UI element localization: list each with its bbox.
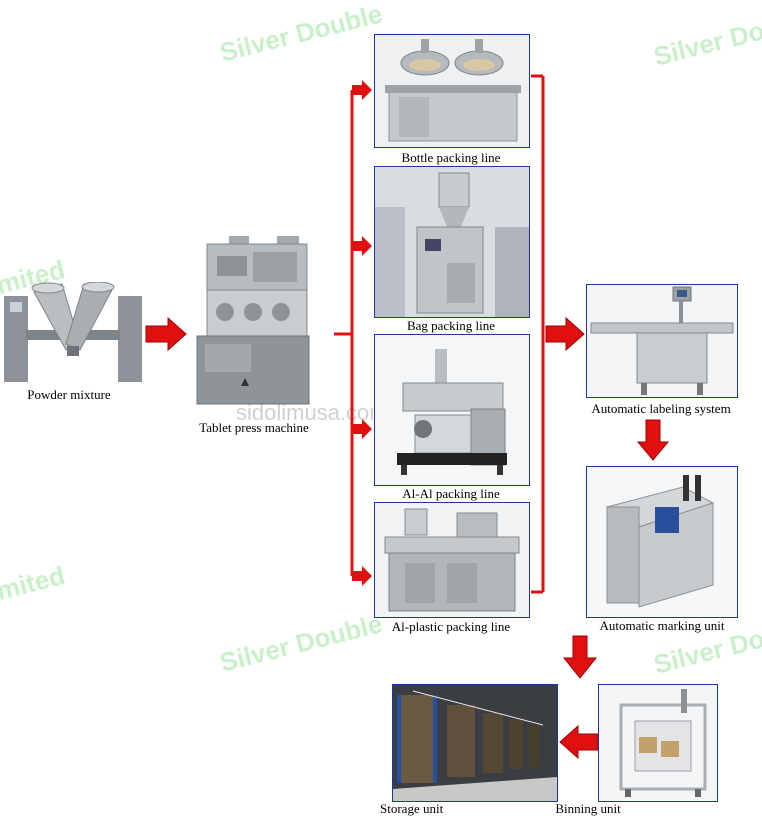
bag-machine-icon (375, 167, 529, 317)
arrow-marking-to-binning (562, 635, 598, 679)
alal-packing-label: Al-Al packing line (402, 486, 500, 501)
tablet-press-machine (193, 236, 313, 406)
binning-unit-label: Binning unit (555, 801, 621, 816)
bag-packing-image (374, 166, 530, 318)
alplastic-packing-image (374, 502, 530, 618)
powder-mixture-label: Powder mixture (27, 387, 111, 402)
labeling-machine-icon (587, 285, 737, 397)
alplastic-packing-label: Al-plastic packing line (391, 619, 511, 634)
arrow-powder-to-tablet (145, 316, 187, 352)
alplastic-machine-icon (375, 503, 529, 617)
binning-machine-icon (599, 685, 717, 801)
powder-mixture-machine (4, 281, 142, 386)
bottle-packing-image (374, 34, 530, 148)
warehouse-icon (393, 685, 557, 801)
tablet-press-icon (196, 236, 310, 405)
labeling-system-image (586, 284, 738, 398)
bottle-machine-icon (375, 35, 529, 147)
alal-packing-image (374, 334, 530, 486)
arrow-to-bag (352, 236, 372, 256)
arrow-to-bottle (352, 80, 372, 100)
arrow-binning-to-storage (559, 724, 599, 760)
arrow-to-alplastic (352, 566, 372, 586)
marking-machine-icon (587, 467, 737, 617)
alal-machine-icon (375, 335, 529, 485)
arrow-to-alal (352, 419, 372, 439)
binning-unit-image (598, 684, 718, 802)
arrow-labeling-to-marking (636, 419, 670, 461)
marking-unit-label: Automatic marking unit (599, 618, 725, 633)
tablet-press-label: Tablet press machine (199, 420, 309, 435)
arrow-bracket-to-labeling (545, 316, 585, 352)
v-blender-icon (4, 281, 142, 382)
labeling-system-label: Automatic labeling system (591, 401, 731, 416)
bottle-packing-label: Bottle packing line (401, 150, 501, 165)
storage-unit-label: Storage unit (380, 801, 444, 816)
storage-unit-image (392, 684, 558, 802)
bag-packing-label: Bag packing line (406, 318, 496, 333)
marking-unit-image (586, 466, 738, 618)
